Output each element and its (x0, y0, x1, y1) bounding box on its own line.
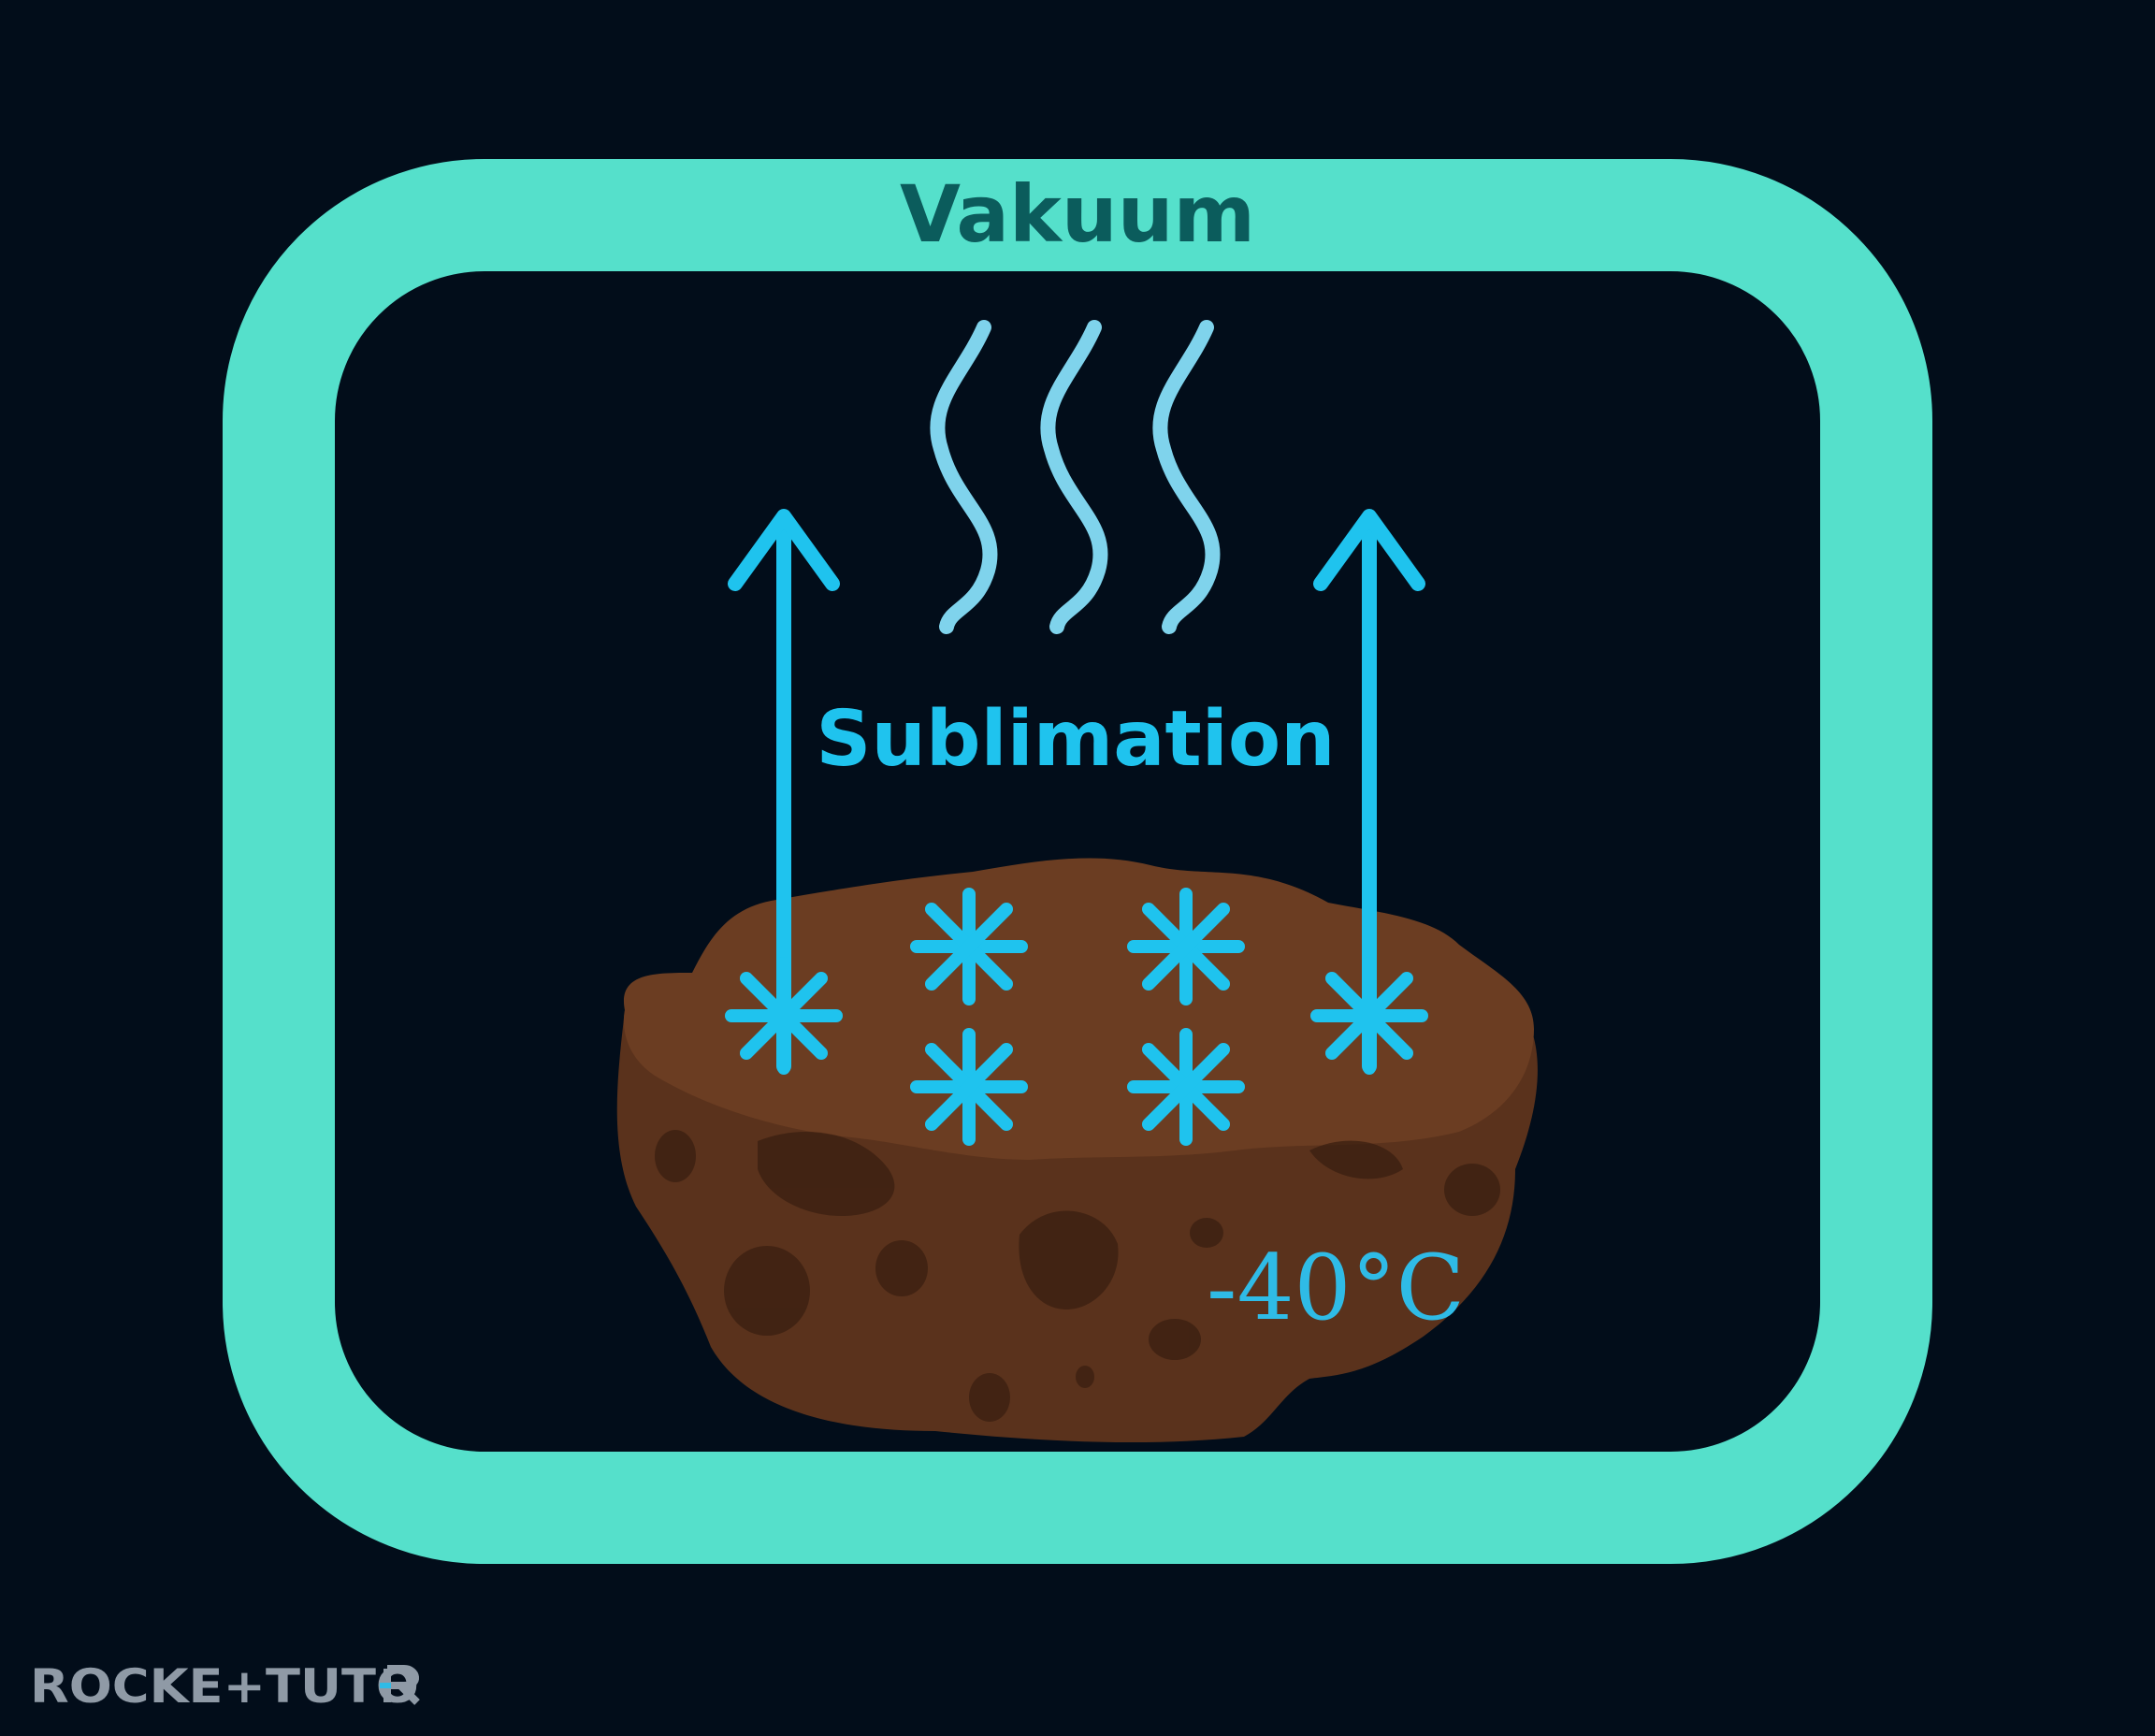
food-pore (1019, 1210, 1119, 1309)
process-label: Sublimation (816, 695, 1335, 784)
food-pore (724, 1246, 810, 1336)
vapor-wisp (1040, 320, 1108, 634)
food-piece (616, 858, 1538, 1443)
food-pores (655, 1130, 1500, 1422)
ice-crystals (725, 888, 1428, 1146)
chamber-label: Vakuum (900, 168, 1255, 260)
food-pore (758, 1132, 895, 1216)
food-pore (875, 1240, 928, 1296)
vapor-wisp (930, 320, 998, 634)
ice-crystal-icon (1310, 957, 1428, 1075)
ice-crystal-icon (910, 1028, 1028, 1146)
ice-crystal-icon (910, 888, 1028, 1005)
ice-crystal-icon (1127, 888, 1245, 1005)
food-pore (1149, 1319, 1201, 1360)
food-pore (1190, 1218, 1223, 1248)
vapor-wisps (930, 320, 1221, 634)
food-pore (1076, 1366, 1094, 1388)
vacuum-chamber-frame (223, 159, 1932, 1564)
food-pore (969, 1373, 1010, 1422)
ice-crystal-icon (725, 957, 843, 1075)
vapor-wisp (1152, 320, 1221, 634)
ice-crystal-icon (1127, 1028, 1245, 1146)
food-pore (1309, 1140, 1403, 1179)
rocketutor-logo: ROCKE+TUTO (30, 1659, 420, 1714)
food-pore (1444, 1164, 1500, 1216)
food-pore (655, 1130, 696, 1182)
temperature-label: -40°C (1207, 1236, 1465, 1340)
svg-text:ROCKE+TUTO: ROCKE+TUTO (30, 1659, 419, 1714)
food-top (623, 858, 1534, 1160)
